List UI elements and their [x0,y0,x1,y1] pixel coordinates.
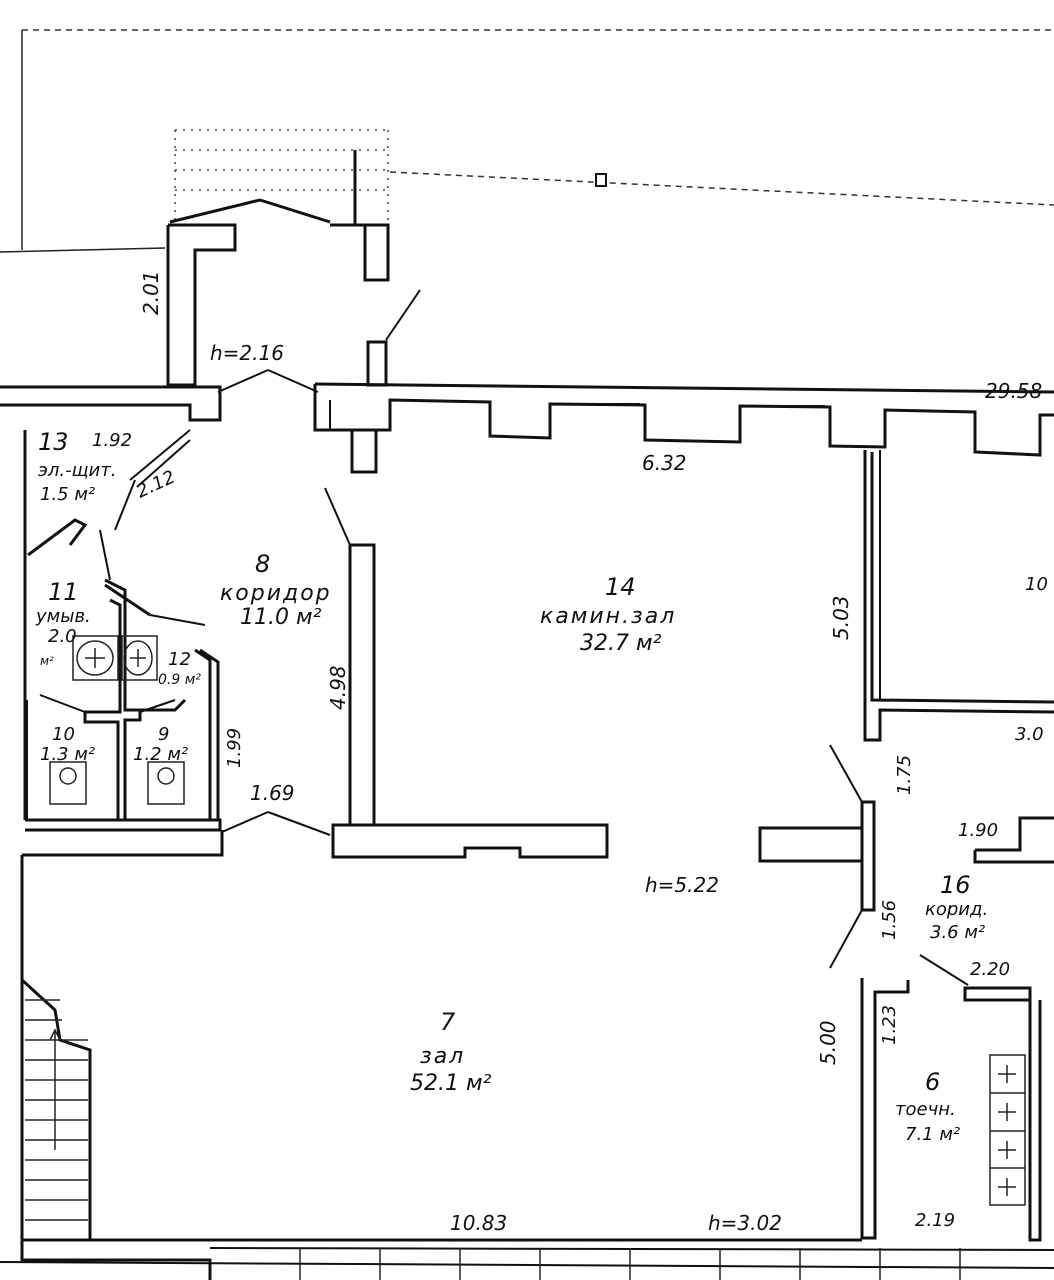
exterior-porch [0,29,1054,387]
room-label-16: 16 корид. 3.6 м² [925,871,988,943]
svg-text:9: 9 [158,724,169,745]
svg-text:16: 16 [940,871,971,899]
room-label-10: 10 1.3 м² [40,724,95,765]
svg-text:0.9 м²: 0.9 м² [158,672,201,688]
svg-text:1.5 м²: 1.5 м² [40,484,95,505]
svg-text:52.1 м²: 52.1 м² [410,1071,492,1096]
room-label-7: 7 зал 52.1 м² [410,1008,492,1096]
svg-text:3.0: 3.0 [1015,724,1044,745]
svg-text:8: 8 [255,550,270,578]
hall-walls [0,830,1054,1280]
svg-text:3.6 м²: 3.6 м² [930,922,985,943]
svg-text:13: 13 [38,428,69,456]
svg-text:29.58: 29.58 [985,379,1042,403]
svg-text:1.56: 1.56 [879,900,900,940]
svg-text:5.00: 5.00 [816,1020,840,1065]
svg-text:1.99: 1.99 [224,728,245,768]
svg-text:тоечн.: тоечн. [895,1099,956,1120]
svg-text:камин.зал: камин.зал [540,604,676,629]
svg-text:1.23: 1.23 [879,1005,900,1045]
room-label-9: 9 1.2 м² [133,724,188,765]
svg-text:5.03: 5.03 [829,595,853,640]
room-label-11: 11 умыв. 2.0 м² [35,578,91,668]
dimension-labels: h=2.16 2.01 29.58 1.92 2.12 6.32 5.03 4.… [92,270,1048,1235]
svg-text:корид.: корид. [925,899,988,920]
svg-text:1.2 м²: 1.2 м² [133,744,188,765]
svg-text:м²: м² [40,654,54,668]
svg-text:h=3.02: h=3.02 [708,1211,782,1235]
left-wing [23,429,331,836]
svg-text:2.20: 2.20 [970,959,1010,980]
top-wall [0,369,1054,474]
svg-text:12: 12 [168,649,191,670]
svg-text:1.75: 1.75 [894,755,915,795]
room-label-13: 13 эл.-щит. 1.5 м² [38,428,116,505]
svg-text:h=2.16: h=2.16 [210,341,284,365]
svg-text:10.83: 10.83 [450,1211,507,1235]
svg-text:4.98: 4.98 [326,665,350,710]
svg-text:2.01: 2.01 [139,270,163,315]
room-label-14: 14 камин.зал 32.7 м² [540,573,676,656]
svg-text:10: 10 [1025,574,1048,595]
room-label-6: 6 тоечн. 7.1 м² [895,1068,960,1145]
room-label-8: 8 коридор 11.0 м² [220,550,332,630]
svg-text:1.3 м²: 1.3 м² [40,744,95,765]
svg-text:6: 6 [925,1068,940,1096]
svg-text:10: 10 [52,724,75,745]
svg-text:11: 11 [48,578,79,606]
central-walls [324,450,1054,1242]
svg-text:коридор: коридор [220,581,332,606]
svg-text:умыв.: умыв. [35,606,91,627]
svg-text:6.32: 6.32 [642,451,687,475]
room-label-12: 12 0.9 м² [158,649,201,688]
svg-text:эл.-щит.: эл.-щит. [38,460,116,481]
svg-text:зал: зал [420,1044,465,1069]
svg-text:7: 7 [440,1008,456,1036]
svg-text:32.7 м²: 32.7 м² [580,631,662,656]
svg-text:h=5.22: h=5.22 [645,873,719,897]
svg-text:2.0: 2.0 [48,626,77,647]
svg-text:14: 14 [605,573,636,601]
svg-text:1.69: 1.69 [250,781,295,805]
svg-text:2.19: 2.19 [915,1210,955,1231]
svg-text:1.90: 1.90 [958,820,998,841]
svg-text:7.1 м²: 7.1 м² [905,1124,960,1145]
svg-text:11.0 м²: 11.0 м² [240,605,322,630]
svg-text:1.92: 1.92 [92,430,132,451]
